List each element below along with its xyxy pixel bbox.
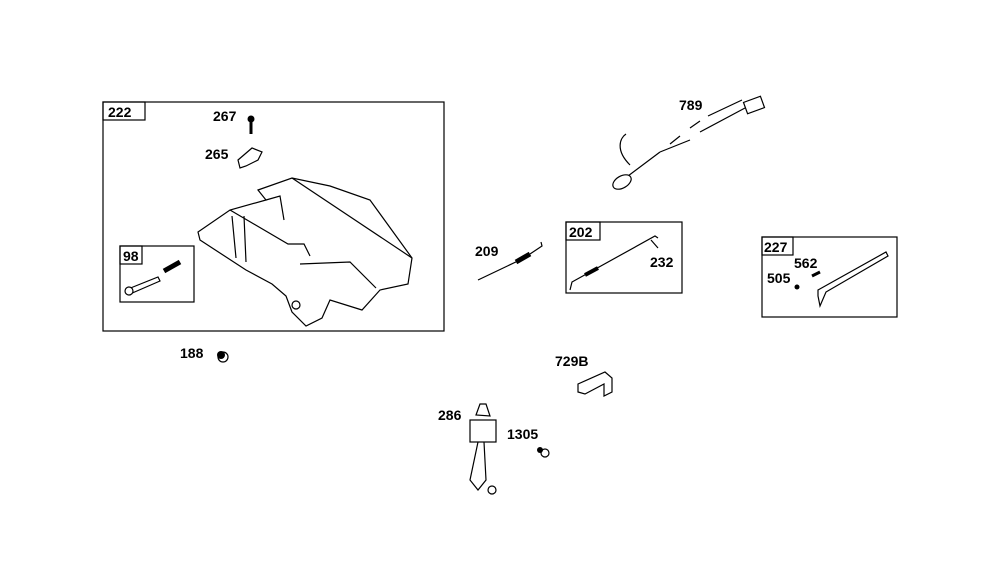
- group-202-label: 202: [569, 224, 593, 240]
- group-222-label: 222: [108, 104, 132, 120]
- callout-267[interactable]: 267: [213, 108, 237, 124]
- callout-729B[interactable]: 729B: [555, 353, 588, 369]
- group-98[interactable]: 98: [119, 245, 195, 303]
- group-227-tag: [761, 236, 794, 256]
- spring-209-icon: [477, 241, 543, 281]
- screw-188-icon: [217, 351, 229, 363]
- callout-562[interactable]: 562: [794, 255, 818, 271]
- callout-286[interactable]: 286: [438, 407, 462, 423]
- group-222-frame: [102, 101, 445, 332]
- bracket-729B-icon: [577, 371, 613, 397]
- group-98-label: 98: [123, 248, 139, 264]
- module-286-icon: [469, 403, 497, 495]
- group-202[interactable]: 202 232: [565, 221, 683, 294]
- callout-209[interactable]: 209: [475, 243, 499, 259]
- callout-505[interactable]: 505: [767, 270, 791, 286]
- group-222-tag: [102, 101, 146, 121]
- callout-188[interactable]: 188: [180, 345, 204, 361]
- group-98-frame: [119, 245, 195, 303]
- group-202-frame: [565, 221, 683, 294]
- group-98-tag: [119, 245, 143, 265]
- lever-227-icon: [817, 251, 889, 309]
- group-222[interactable]: 222 267 265 98: [102, 101, 445, 332]
- group-227[interactable]: 227 562 505: [761, 236, 898, 318]
- callout-789[interactable]: 789: [679, 97, 703, 113]
- group-227-frame: [761, 236, 898, 318]
- link-202-icon: [569, 235, 659, 291]
- screw-267-icon: [247, 115, 255, 134]
- spring-98-icon: [162, 259, 182, 274]
- callout-232[interactable]: 232: [650, 254, 674, 270]
- callout-1305[interactable]: 1305: [507, 426, 538, 442]
- blower-housing-icon: [197, 177, 413, 327]
- callout-265[interactable]: 265: [205, 146, 229, 162]
- group-202-tag: [565, 221, 601, 241]
- group-227-label: 227: [764, 239, 788, 255]
- clip-265-icon: [237, 147, 263, 169]
- screw-1305-icon: [537, 447, 550, 458]
- spark-plug-wire-789-icon: [612, 95, 766, 190]
- nut-505-icon: [794, 284, 800, 290]
- screw-562-icon: [811, 270, 821, 278]
